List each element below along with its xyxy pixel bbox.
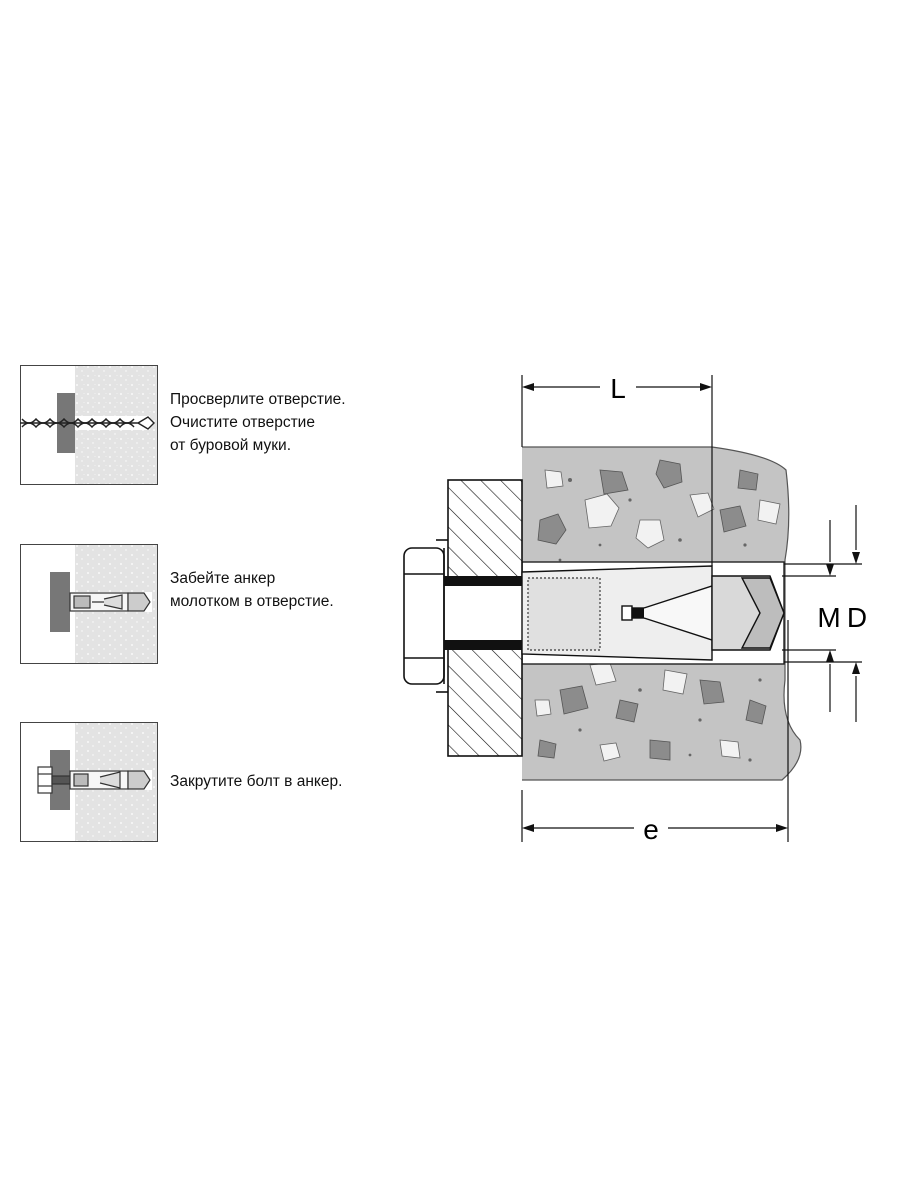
step-2-text: Забейте анкер молотком в отверстие. (170, 567, 334, 613)
wall-plate (50, 572, 70, 632)
dimension-label-m: M (817, 602, 840, 633)
step-2-line-1: Забейте анкер (170, 570, 276, 587)
anchor-sleeve (69, 592, 151, 612)
drill-bit (20, 416, 155, 430)
step-1-line-1: Просверлите отверстие. (170, 391, 346, 408)
anchor-section-drawing: L e M D (403, 373, 867, 845)
step-3-text: Закрутите болт в анкер. (170, 770, 342, 793)
dimension-label-e: e (643, 814, 659, 845)
bolt-shank (442, 576, 524, 650)
dimension-lines (521, 375, 862, 842)
step-3-line-1: Закрутите болт в анкер. (170, 773, 343, 790)
step-1-text: Просверлите отверстие. Очистите отверсти… (170, 388, 346, 457)
anchor-sleeve (521, 565, 785, 661)
bolt-head (37, 766, 53, 794)
bolt-assembly (37, 766, 151, 794)
step-2-line-2: молотком в отверстие. (170, 593, 334, 610)
step-1-illustration (20, 365, 158, 485)
dimension-label-l: L (610, 373, 626, 404)
step-1-line-3: от буровой муки. (170, 437, 292, 454)
step-3-illustration (20, 722, 158, 842)
step-2-illustration (20, 544, 158, 664)
dimension-label-d: D (847, 602, 867, 633)
step-1-line-2: Очистите отверстие (170, 414, 315, 431)
bolt-head (403, 539, 448, 693)
